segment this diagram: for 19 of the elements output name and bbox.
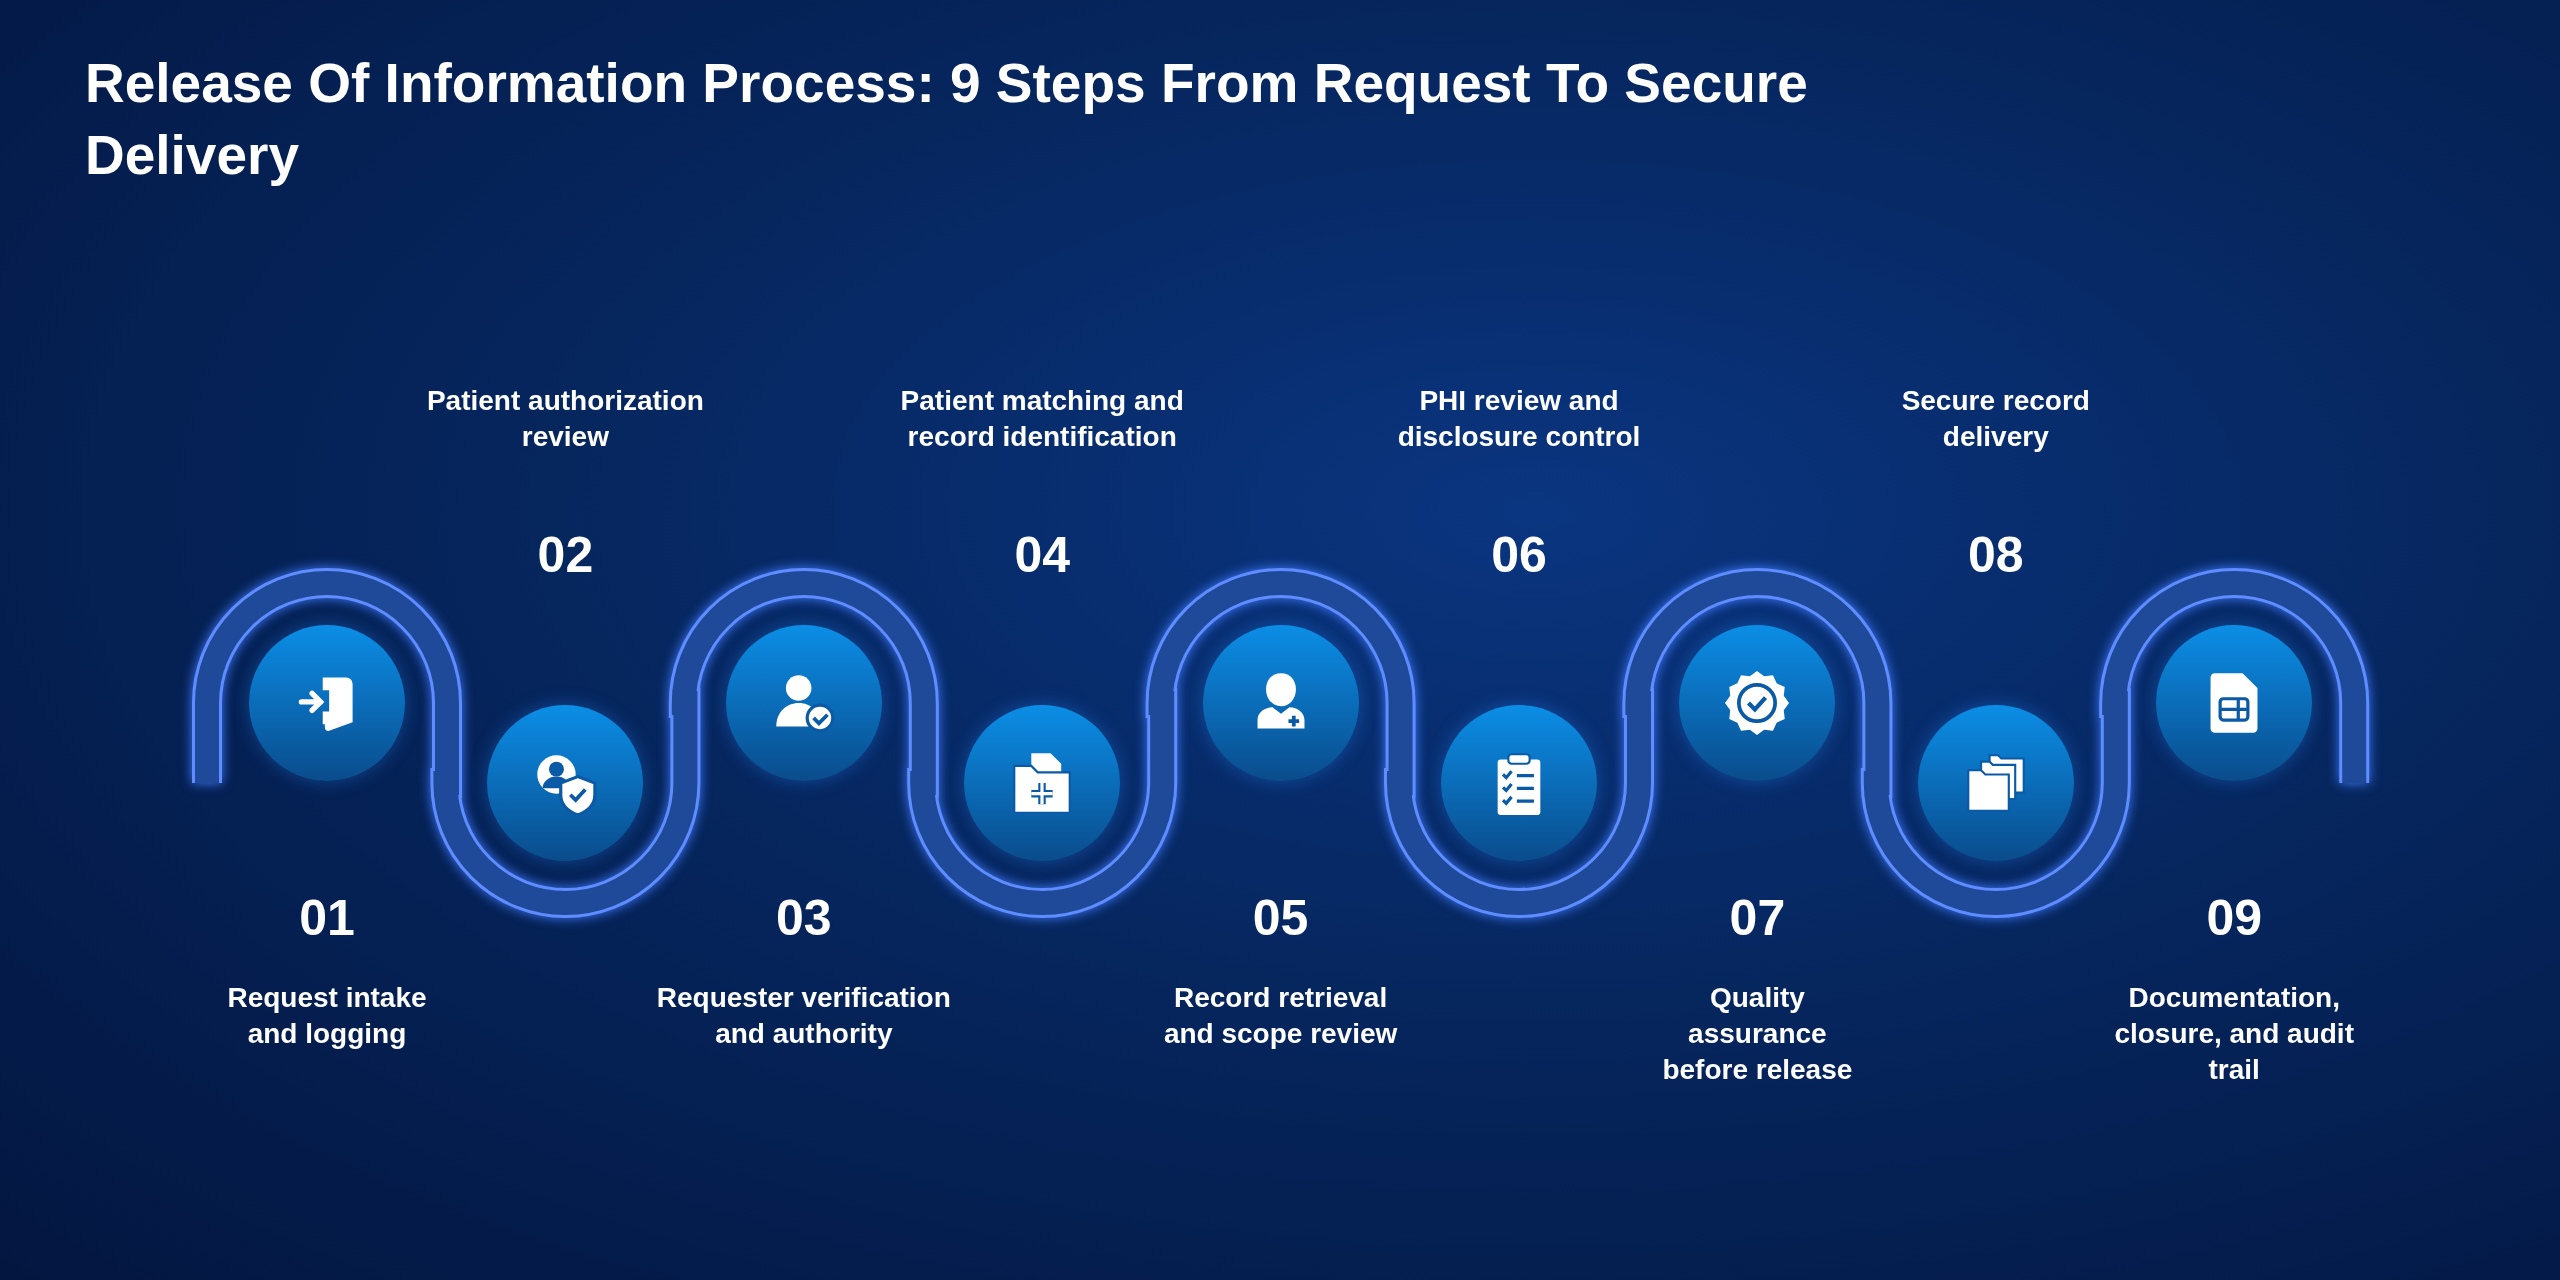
step-description: PHI review and disclosure control <box>1396 384 1642 454</box>
step-description: Patient authorization review <box>425 384 705 454</box>
step-description: Documentation, closure, and audit trail <box>2113 981 2355 1087</box>
step-description: Requester verification and authority <box>655 981 952 1051</box>
step-number: 03 <box>776 889 832 948</box>
step-description: Quality assurance before release <box>1661 981 1854 1087</box>
step-number: 06 <box>1491 526 1547 585</box>
step-number: 02 <box>537 526 594 585</box>
step-description: Record retrieval and scope review <box>1163 981 1399 1051</box>
step-number: 07 <box>1729 889 1786 948</box>
step-number: 01 <box>299 889 355 948</box>
step-number: 08 <box>1968 526 2024 585</box>
step-description: Secure record delivery <box>1900 384 2091 454</box>
title: Release Of Information Process: 9 Steps From Request To Secure Delivery <box>85 51 1809 188</box>
step-description: Request intake and logging <box>226 981 428 1051</box>
step-description: Patient matching and record identification <box>899 384 1185 454</box>
step-number: 09 <box>2206 889 2262 948</box>
step-number: 04 <box>1014 526 1070 585</box>
step-number: 05 <box>1252 889 1309 948</box>
